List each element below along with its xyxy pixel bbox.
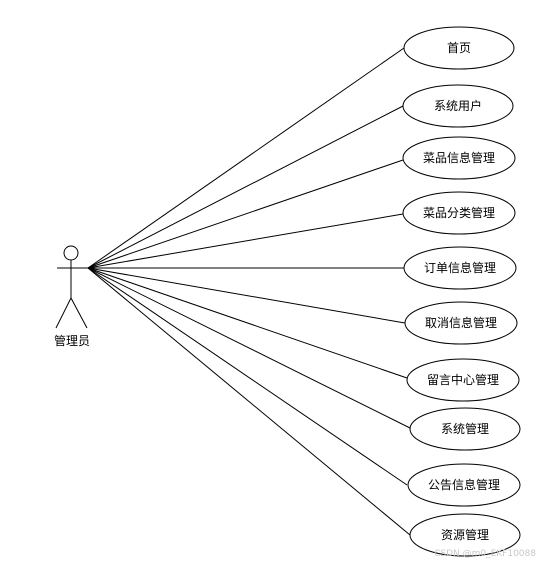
association-lines xyxy=(87,47,411,536)
use-case-label-system-management: 系统管理 xyxy=(441,421,489,436)
association-line xyxy=(87,267,406,324)
actor-left-leg xyxy=(55,297,72,329)
use-case-label-system-users: 系统用户 xyxy=(434,98,482,113)
use-case-ellipse xyxy=(404,301,518,345)
use-case-label-cancel-info: 取消信息管理 xyxy=(425,315,497,330)
use-case-ellipse xyxy=(403,246,517,290)
use-case-ellipse xyxy=(402,136,516,180)
actor-administrator xyxy=(55,245,88,329)
use-case-label-dish-info: 菜品信息管理 xyxy=(423,150,495,165)
use-case-ellipse xyxy=(402,84,514,128)
use-case-ellipse xyxy=(409,513,521,557)
association-line xyxy=(87,267,408,486)
association-line xyxy=(87,159,404,269)
use-case-ellipse xyxy=(403,26,515,70)
use-case-ellipse xyxy=(402,191,516,235)
association-line xyxy=(87,47,405,269)
association-line xyxy=(87,267,408,379)
actor-head xyxy=(63,245,79,261)
use-case-label-dish-category: 菜品分类管理 xyxy=(423,205,495,220)
actor-right-leg xyxy=(70,297,88,329)
association-line xyxy=(87,213,404,269)
association-line xyxy=(87,267,411,429)
use-case-label-message-center: 留言中心管理 xyxy=(427,372,499,387)
watermark: CSDN @m0_EKF10088 xyxy=(434,549,536,559)
association-line xyxy=(87,267,411,536)
use-case-label-order-info: 订单信息管理 xyxy=(424,260,496,275)
association-line xyxy=(87,105,404,269)
use-case-label-home: 首页 xyxy=(447,41,471,55)
use-case-ellipse xyxy=(407,463,521,507)
use-case-label-announcement-info: 公告信息管理 xyxy=(428,477,500,492)
use-case-label-resource-management: 资源管理 xyxy=(441,527,489,542)
actor-label: 管理员 xyxy=(54,333,90,348)
use-case-ellipse xyxy=(409,407,521,451)
use-case-ellipse xyxy=(406,358,520,402)
